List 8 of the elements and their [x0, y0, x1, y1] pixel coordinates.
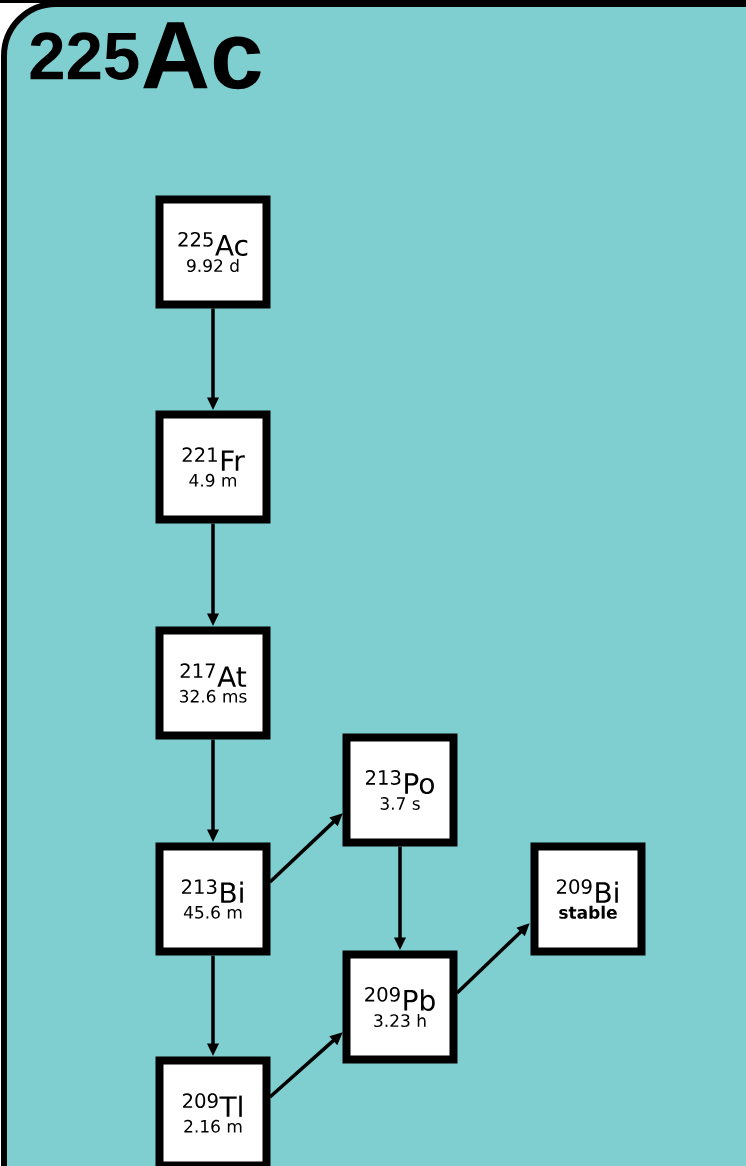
nuclide-box: $^{213}$Bi 45.6 m — [155, 842, 271, 956]
nuclide-box: $^{221}$Fr 4.9 m — [155, 410, 271, 524]
nuclide-box: $^{209}$Tl 2.16 m — [155, 1056, 271, 1166]
nuclide-box: $^{217}$At 32.6 ms — [155, 626, 271, 740]
nuclide-box: $^{209}$Bi stable — [530, 842, 646, 956]
nuclide-box: $^{209}$Pb 3.23 h — [342, 950, 458, 1064]
nuclide-box: $^{213}$Po 3.7 s — [342, 733, 458, 847]
nuclide-box: $^{225}$Ac 9.92 d — [155, 195, 271, 309]
